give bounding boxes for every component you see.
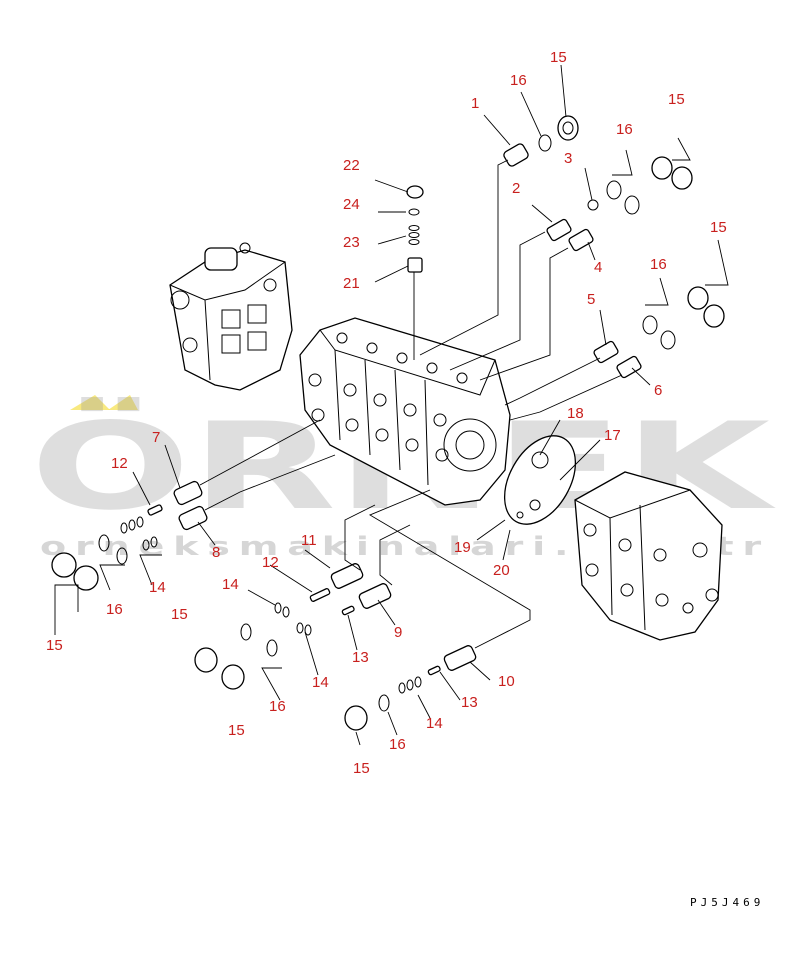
callout-5: 5 <box>587 291 595 308</box>
callout-16: 16 <box>106 601 123 618</box>
callout-15: 15 <box>228 722 245 739</box>
callout-15: 15 <box>668 91 685 108</box>
callout-11: 11 <box>301 532 317 549</box>
leader-lines <box>54 64 729 746</box>
callout-16: 16 <box>616 121 633 138</box>
callout-15: 15 <box>550 49 567 66</box>
spool-parts-center <box>194 563 477 731</box>
callout-15: 15 <box>171 606 188 623</box>
callout-2: 2 <box>512 180 520 197</box>
callout-16: 16 <box>269 698 286 715</box>
relief-valve-parts-top <box>503 115 725 379</box>
callout-4: 4 <box>594 259 602 276</box>
main-valve-body <box>299 317 511 506</box>
callout-14: 14 <box>312 674 329 691</box>
callout-23: 23 <box>343 234 360 251</box>
plate-gasket <box>503 435 577 525</box>
callout-labels: 15 16 1 3 2 15 16 22 24 23 21 4 15 16 5 … <box>46 49 727 777</box>
callout-9: 9 <box>394 624 402 641</box>
check-valve-stack <box>406 185 424 273</box>
callout-22: 22 <box>343 157 360 174</box>
watermark-accent-icon <box>108 395 138 410</box>
callout-16: 16 <box>650 256 667 273</box>
callout-16: 16 <box>510 72 527 89</box>
drawing-code: PJ5J469 <box>690 896 764 909</box>
spool-parts-left <box>51 480 208 591</box>
callout-24: 24 <box>343 196 360 213</box>
callout-20: 20 <box>493 562 510 579</box>
callout-13: 13 <box>352 649 369 666</box>
callout-8: 8 <box>212 544 220 561</box>
callout-15: 15 <box>710 219 727 236</box>
callout-15: 15 <box>46 637 63 654</box>
watermark-accent-icon <box>70 395 110 410</box>
callout-15: 15 <box>353 760 370 777</box>
callout-12: 12 <box>262 554 279 571</box>
valve-cover-housing <box>169 242 293 391</box>
callout-18: 18 <box>567 405 584 422</box>
end-section-block <box>574 471 723 641</box>
callout-14: 14 <box>426 715 443 732</box>
callout-21: 21 <box>343 275 360 292</box>
callout-19: 19 <box>454 539 471 556</box>
callout-14: 14 <box>149 579 166 596</box>
callout-1: 1 <box>471 95 479 112</box>
callout-7: 7 <box>152 429 160 446</box>
callout-6: 6 <box>654 382 662 399</box>
callout-14: 14 <box>222 576 239 593</box>
callout-3: 3 <box>564 150 572 167</box>
callout-16: 16 <box>389 736 406 753</box>
callout-13: 13 <box>461 694 478 711</box>
callout-12: 12 <box>111 455 128 472</box>
callout-17: 17 <box>604 427 621 444</box>
callout-10: 10 <box>498 673 515 690</box>
